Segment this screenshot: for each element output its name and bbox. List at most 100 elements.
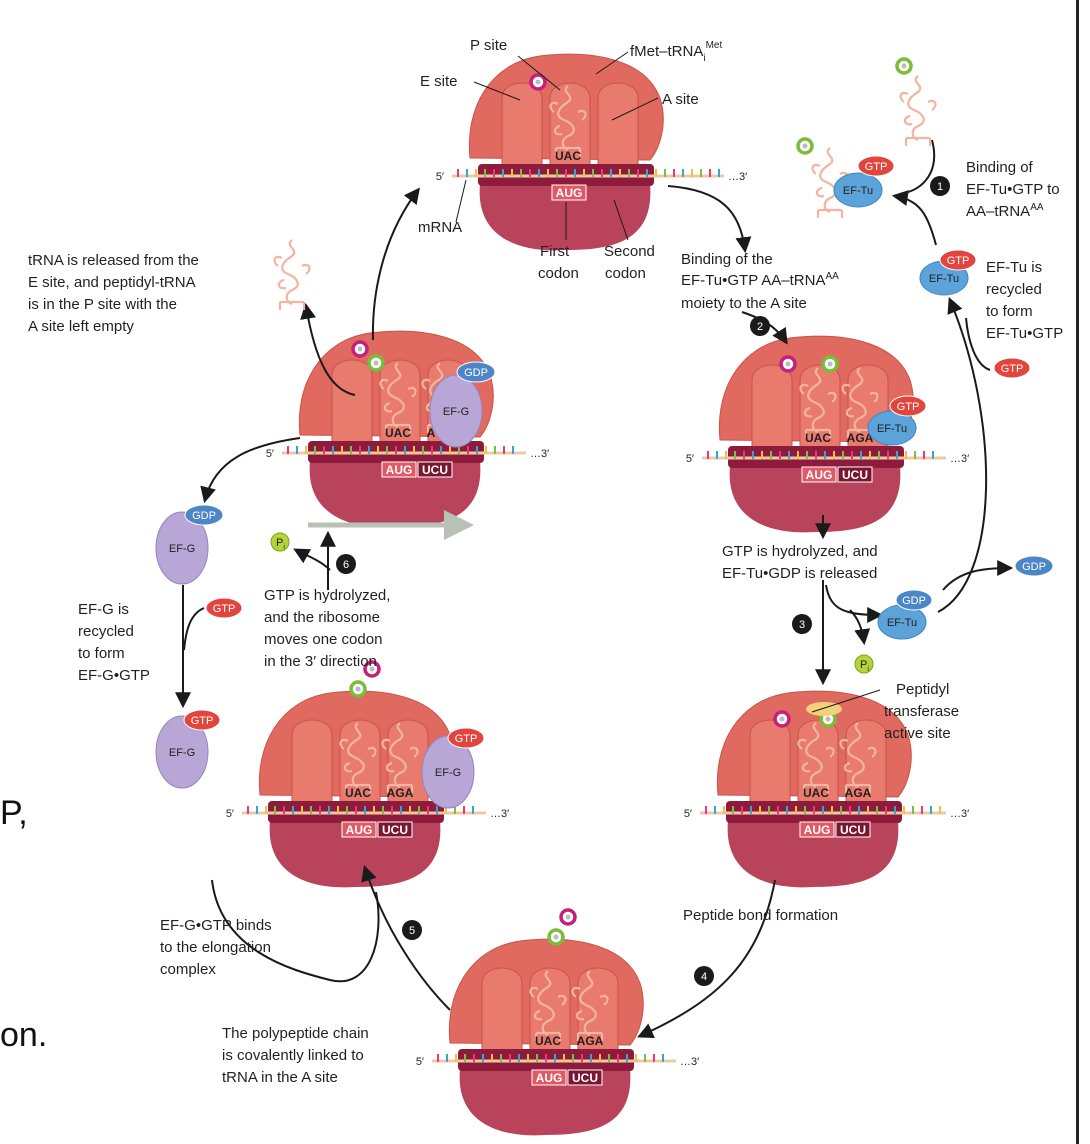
five-prime-label: 5′ xyxy=(266,448,274,460)
three-prime-label: …3′ xyxy=(950,453,969,465)
efg-binds-3: complex xyxy=(160,961,216,978)
codon-aug: AUG xyxy=(556,186,583,200)
codon-aug: AUG xyxy=(346,823,373,837)
hydro-tu-2: EF-Tu•GDP is released xyxy=(722,565,877,582)
trna xyxy=(549,85,587,156)
trna xyxy=(797,722,835,793)
arrow-efg-binds xyxy=(211,879,380,983)
step-number: 3 xyxy=(799,619,805,631)
anticodon-aga: AGA xyxy=(387,786,414,800)
recycle-tu-1: EF-Tu is xyxy=(986,259,1042,276)
ef-tu-text: EF-Tu xyxy=(887,617,917,629)
gtp-free-right-text: GTP xyxy=(1001,363,1024,375)
a-site-label: A site xyxy=(662,91,699,108)
five-prime-label: 5′ xyxy=(226,808,234,820)
recycle-tu-2: recycled xyxy=(986,281,1042,298)
anticodon-aga: AGA xyxy=(577,1034,604,1048)
efg-binds-2: to the elongation xyxy=(160,939,271,956)
gtp-ef-g-on-ribosome-text: GTP xyxy=(455,733,478,745)
binding-of-2: EF-Tu•GTP to xyxy=(966,181,1060,198)
hydro-g-1: GTP is hydrolyzed, xyxy=(264,587,390,604)
ef-tu-step1: EF-Tu xyxy=(833,172,883,208)
e-site-pocket xyxy=(481,967,523,1052)
codon-aug: AUG xyxy=(804,823,831,837)
e-site-pocket xyxy=(331,359,373,444)
trna xyxy=(799,367,837,438)
peptidyl-2: transferase xyxy=(884,703,959,720)
ef-tu-text: EF-Tu xyxy=(843,185,873,197)
gdp-free-right: GDP xyxy=(1014,555,1054,577)
cycle-arrows xyxy=(175,139,1014,1039)
arrow-release-trna xyxy=(300,302,356,396)
gtp-ef-g-recycled: GTP xyxy=(183,709,221,731)
e-site-label: E site xyxy=(420,73,458,90)
ef-g-text: EF-G xyxy=(435,767,461,779)
gtp-free-left-text: GTP xyxy=(213,603,236,615)
gtp-on-ribosome-text: GTP xyxy=(897,401,920,413)
peptidyl-3: active site xyxy=(884,725,951,742)
gdp-ef-g-released-text: GDP xyxy=(192,510,216,522)
ef-g-on-ribosome: EF-G xyxy=(421,735,475,809)
gdp-ef-g-released: GDP xyxy=(184,504,224,526)
hydro-g-3: moves one codon xyxy=(264,631,382,648)
fmet-trna-label: fMet–tRNAiMet xyxy=(630,40,722,64)
recycle-g-4: EF-G•GTP xyxy=(78,667,150,684)
aa-ring-core xyxy=(553,934,559,940)
mrna-strand xyxy=(700,806,946,815)
gtp-recycled: GTP xyxy=(939,249,977,271)
mrna-label: mRNA xyxy=(418,219,462,236)
gtp-ef-g-on-ribosome: GTP xyxy=(447,727,485,749)
gtp-step1-text: GTP xyxy=(865,161,888,173)
codon-aug: AUG xyxy=(536,1071,563,1085)
released-4: A site left empty xyxy=(28,318,134,335)
hydro-g-2: and the ribosome xyxy=(264,609,380,626)
small-subunit xyxy=(459,1069,631,1136)
svg-text:Pi: Pi xyxy=(276,537,285,551)
recycle-g-2: recycled xyxy=(78,623,134,640)
polypeptide-3: tRNA in the A site xyxy=(222,1069,338,1086)
step-circle-3: 3 xyxy=(792,614,812,634)
polypeptide-2: is covalently linked to xyxy=(222,1047,364,1064)
binding-a-1: Binding of the xyxy=(681,251,773,268)
anticodon-uac: UAC xyxy=(345,786,371,800)
anticodon-uac: UAC xyxy=(385,426,411,440)
codon-aug: AUG xyxy=(806,468,833,482)
fmet-ring-core xyxy=(785,361,791,367)
arrow-gtp-tu-in xyxy=(965,317,991,371)
codon-ucu: UCU xyxy=(382,823,408,837)
codon-ucu: UCU xyxy=(572,1071,598,1085)
polypeptide-1: The polypeptide chain xyxy=(222,1025,369,1042)
anticodon-uac: UAC xyxy=(805,431,831,445)
binding-of-3: AA–tRNAAA xyxy=(966,202,1044,220)
aa-ring-core xyxy=(825,716,831,722)
small-subunit xyxy=(479,184,651,251)
top-labels: P site E site A site fMet–tRNAiMet mRNA … xyxy=(418,37,722,282)
five-prime-label: 5′ xyxy=(686,453,694,465)
ef-g-released: EF-G xyxy=(155,511,209,585)
cropped-text-fragment-p: P, xyxy=(0,794,28,832)
codon-aug: AUG xyxy=(386,463,413,477)
mrna-strand xyxy=(282,446,526,455)
recycle-tu-4: EF-Tu•GTP xyxy=(986,325,1063,342)
trna xyxy=(571,970,609,1041)
ef-tu-text: EF-Tu xyxy=(877,423,907,435)
binding-of-1: Binding of xyxy=(966,159,1034,176)
second-codon-label-1: Second xyxy=(604,243,655,260)
arrow-pi-right xyxy=(849,609,871,646)
step-circle-5: 5 xyxy=(402,920,422,940)
anticodon-uac: UAC xyxy=(535,1034,561,1048)
fmet-ring-core xyxy=(535,79,541,85)
label-leaders xyxy=(455,51,881,713)
right-frame-border xyxy=(1076,0,1079,1144)
five-prime-label: 5′ xyxy=(684,808,692,820)
mrna-strand xyxy=(242,806,486,815)
aa-ring-core xyxy=(827,361,833,367)
binding-a-3: moiety to the A site xyxy=(681,295,807,312)
fmet-ring-core xyxy=(565,914,571,920)
arrow-top-to-right xyxy=(667,185,752,254)
anticodon-aga: AGA xyxy=(847,431,874,445)
peptide-bond-label: Peptide bond formation xyxy=(683,907,838,924)
